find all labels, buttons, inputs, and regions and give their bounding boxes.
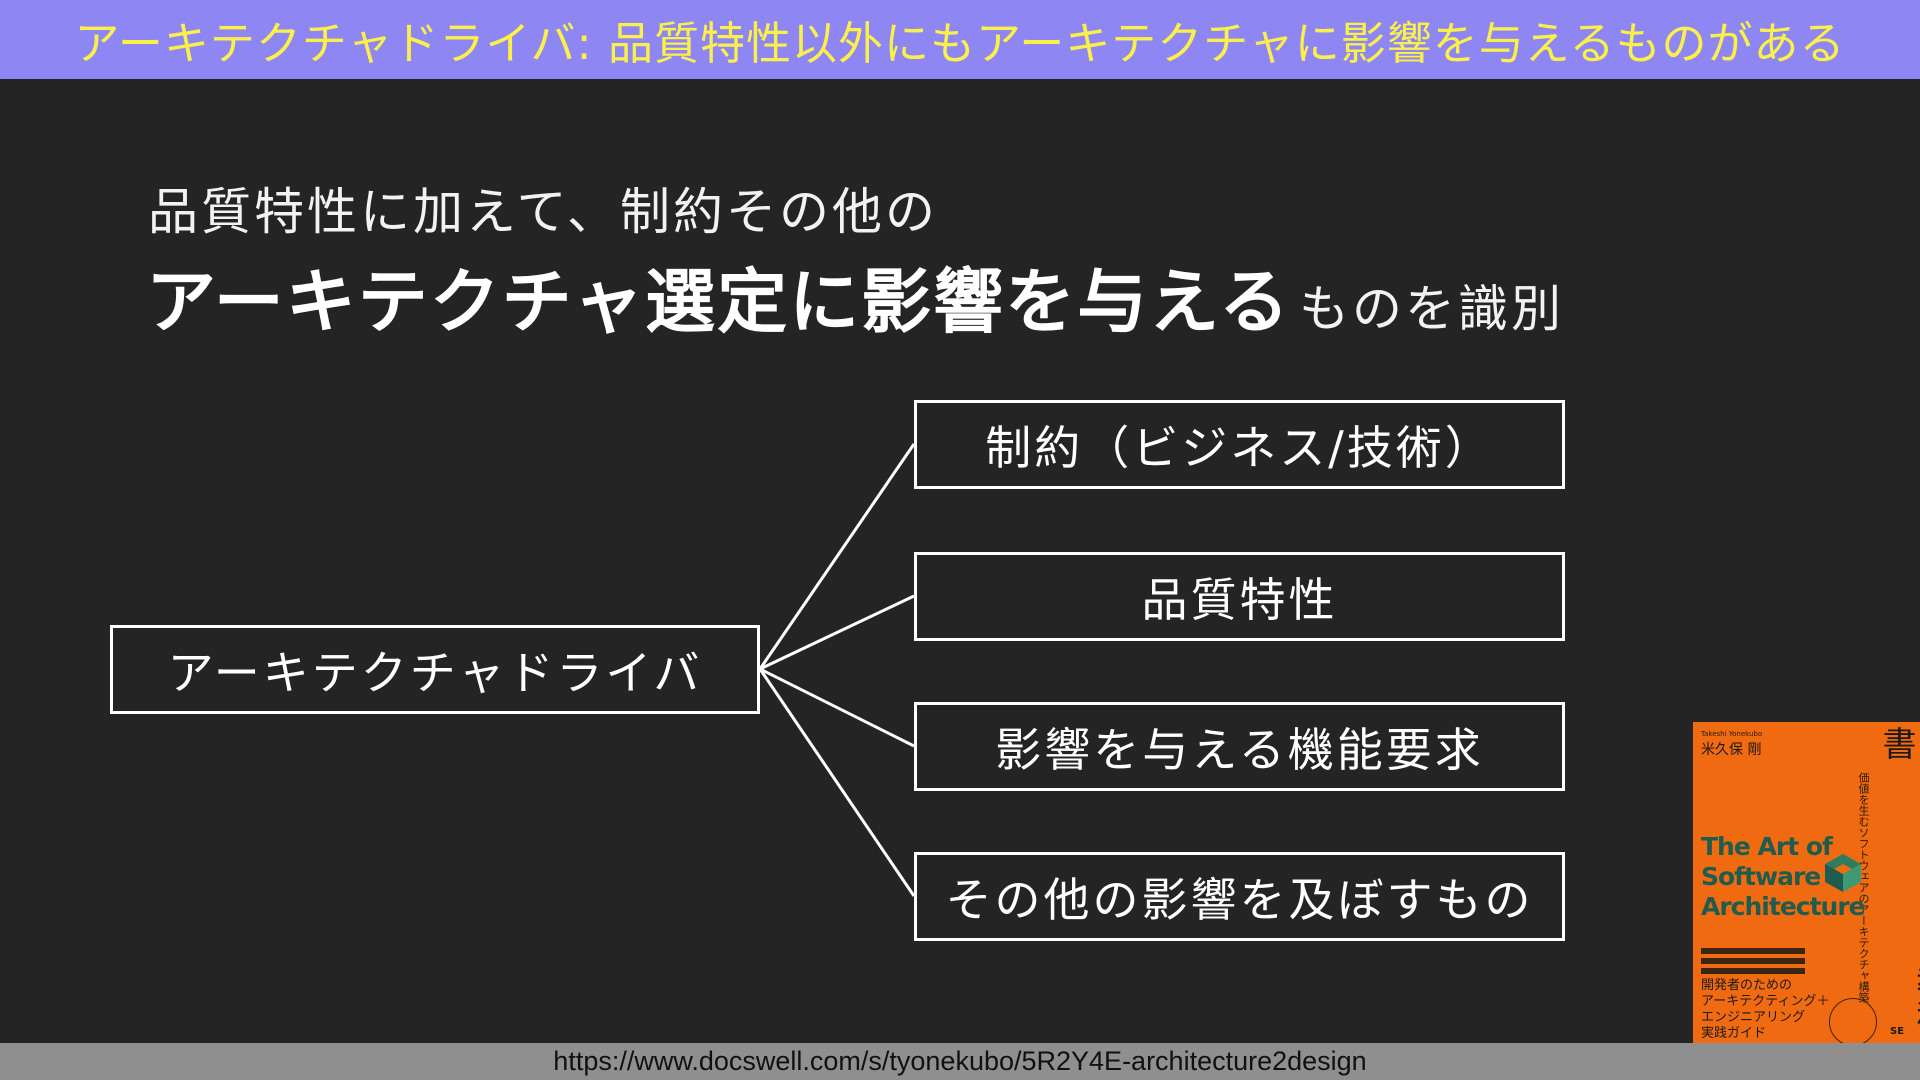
connector-line-3 xyxy=(759,667,915,748)
book-cover: Takeshi Yonekubo 米久保 剛 アーキテクトの教科書 価値を生むソ… xyxy=(1693,722,1920,1043)
book-bar xyxy=(1701,968,1805,974)
book-bar xyxy=(1701,958,1805,964)
book-bottom-line: アーキテクティング＋ xyxy=(1701,994,1830,1009)
headline-emphasis: アーキテクチャ選定に影響を与える xyxy=(146,261,1291,343)
cube-logo-icon xyxy=(1825,854,1861,892)
book-bottom-text: 開発者のための アーキテクティング＋ エンジニアリング 実践ガイド xyxy=(1701,978,1841,1042)
diagram-node-other-influences: その他の影響を及ぼすもの xyxy=(914,852,1565,941)
book-tagline-bars xyxy=(1701,948,1805,978)
diagram-node-functional-requirements: 影響を与える機能要求 xyxy=(914,702,1565,791)
diagram-node-quality-attributes: 品質特性 xyxy=(914,552,1565,641)
slide-footer: https://www.docswell.com/s/tyonekubo/5R2… xyxy=(0,1043,1920,1080)
book-english-title: The Art of Software Architecture xyxy=(1701,832,1866,922)
headline-suffix: ものを識別 xyxy=(1299,280,1564,338)
book-english-title-line: Architecture xyxy=(1701,892,1866,921)
slide-header: アーキテクチャドライバ: 品質特性以外にもアーキテクチャに影響を与えるものがある xyxy=(0,0,1920,79)
diagram-node-constraints: 制約（ビジネス/技術） xyxy=(914,400,1565,489)
book-bar xyxy=(1701,948,1805,954)
slide-title: アーキテクチャドライバ: 品質特性以外にもアーキテクチャに影響を与えるものがある xyxy=(74,17,1846,70)
book-english-title-line: The Art of xyxy=(1701,832,1833,861)
book-bottom-line: 実践ガイド xyxy=(1701,1026,1767,1041)
book-publisher-logo: SE xyxy=(1890,1026,1905,1037)
headline: アーキテクチャ選定に影響を与える ものを識別 xyxy=(146,246,1564,347)
book-author: 米久保 剛 xyxy=(1701,742,1762,758)
book-english-title-line: Software xyxy=(1701,862,1821,891)
book-badge-ring xyxy=(1829,998,1877,1043)
connector-line-1 xyxy=(758,443,916,670)
book-author-en: Takeshi Yonekubo xyxy=(1701,730,1763,738)
book-title: アーキテクトの教科書 xyxy=(1876,726,1920,1032)
connector-line-2 xyxy=(759,594,915,671)
lead-text: 品質特性に加えて、制約その他の xyxy=(148,183,938,241)
connector-line-4 xyxy=(758,668,916,897)
book-bottom-line: エンジニアリング xyxy=(1701,1010,1806,1025)
book-bottom-line: 開発者のための xyxy=(1701,978,1793,993)
book-subtitle: 価値を生むソフトウェアのアーキテクチャ構築 xyxy=(1857,772,1870,1003)
diagram-root-node: アーキテクチャドライバ xyxy=(110,625,760,714)
source-url[interactable]: https://www.docswell.com/s/tyonekubo/5R2… xyxy=(553,1046,1367,1076)
